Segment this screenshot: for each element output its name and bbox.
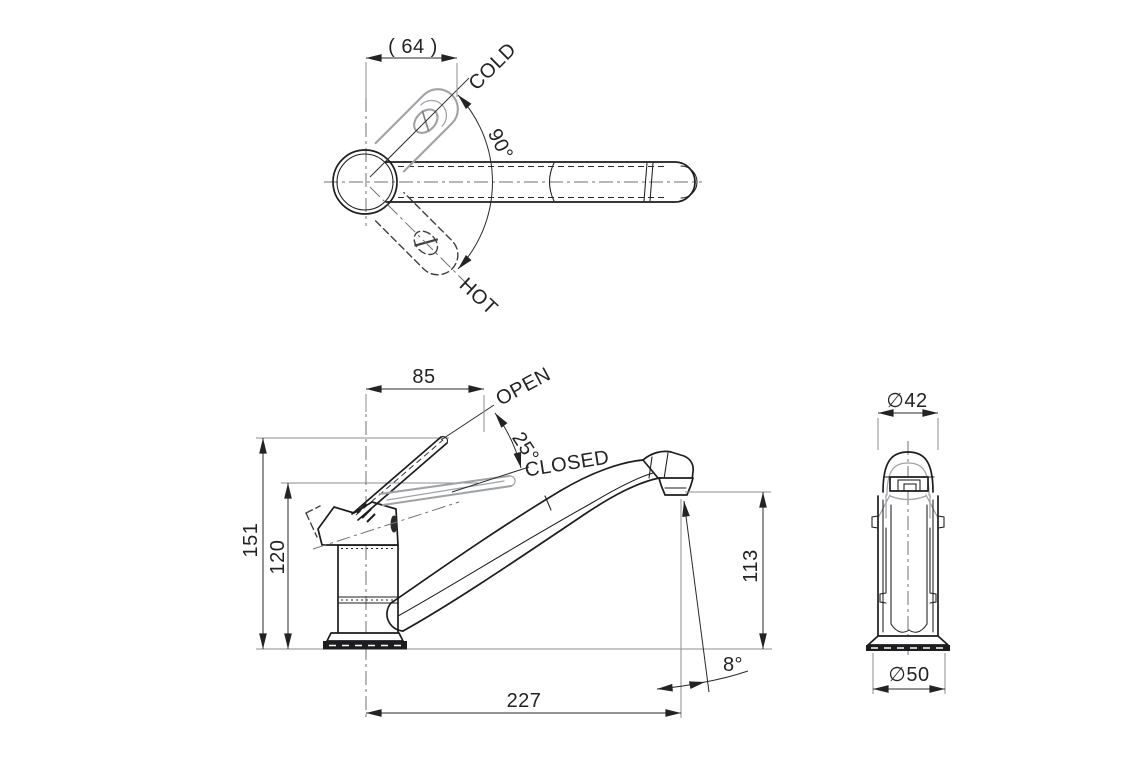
side-tab (879, 592, 887, 604)
hot-label: HOT (455, 274, 502, 320)
dim-120: 120 (267, 483, 292, 649)
flow-arc-8-tail (704, 670, 749, 683)
plan-view: 90° ( 64 ) COLD HOT (324, 36, 702, 320)
dim-dia50-label: ∅50 (888, 664, 929, 686)
dim-64: ( 64 ) (366, 36, 458, 97)
lever-arc-25 (494, 412, 522, 469)
end-base-flange (867, 635, 949, 646)
side-tab (937, 515, 945, 529)
spout-elevation (386, 450, 695, 632)
base-escutcheon (323, 641, 407, 650)
spout-head (642, 450, 695, 481)
pivot-body-outer (332, 149, 398, 215)
dim-85: 85 (365, 366, 485, 432)
end-view: ∅42 ∅50 (866, 390, 950, 694)
spout-detail-line (649, 162, 654, 202)
swing-arc-90 (457, 94, 493, 270)
side-tab (929, 592, 937, 604)
flow-arc-8 (656, 681, 706, 692)
angle-8-label: 8° (723, 654, 743, 676)
dim-85-label: 85 (412, 366, 435, 388)
dim-227-label: 227 (507, 690, 542, 712)
spout-outline-plan (385, 161, 696, 203)
lever-hot-position (369, 186, 468, 285)
closed-axis-line (451, 466, 530, 493)
dim-113: 113 (685, 491, 771, 649)
dim-dia42-label: ∅42 (886, 390, 927, 412)
mixer-body (323, 544, 407, 650)
lever-closed-position (378, 474, 516, 507)
base-flange (326, 632, 404, 642)
lever-hub (305, 501, 460, 550)
lever-cold-position (369, 77, 470, 178)
end-base-escutcheon (866, 645, 950, 651)
spout-endcap-inner (680, 165, 698, 199)
handle-dome (882, 451, 934, 493)
lever-open-position (351, 436, 448, 521)
flow-angle-line (682, 500, 710, 693)
dim-113-label: 113 (740, 549, 762, 582)
body-columns (871, 495, 945, 637)
dim-dia42: ∅42 (877, 390, 939, 450)
lever-socket (390, 515, 398, 533)
cartridge-centerline (312, 501, 460, 550)
spout-detail-line (643, 162, 648, 202)
side-tab (871, 515, 879, 529)
dim-151-label: 151 (240, 523, 262, 558)
dim-151: 151 (240, 438, 267, 649)
spout-nozzle (658, 477, 694, 496)
angle-90-label: 90° (483, 125, 517, 163)
open-axis-line (440, 404, 495, 441)
elevation-view: OPEN 25° CLOSED 85 151 120 113 (240, 363, 772, 719)
dim-120-label: 120 (267, 540, 289, 575)
dim-dia50: ∅50 (872, 653, 946, 694)
dim-64-label: ( 64 ) (388, 36, 438, 58)
open-label: OPEN (492, 363, 554, 410)
dim-227: 227 (366, 690, 681, 717)
pivot-body-inner (336, 153, 394, 211)
spout-shoulders-phantom (877, 494, 939, 519)
cold-label: COLD (465, 39, 521, 95)
